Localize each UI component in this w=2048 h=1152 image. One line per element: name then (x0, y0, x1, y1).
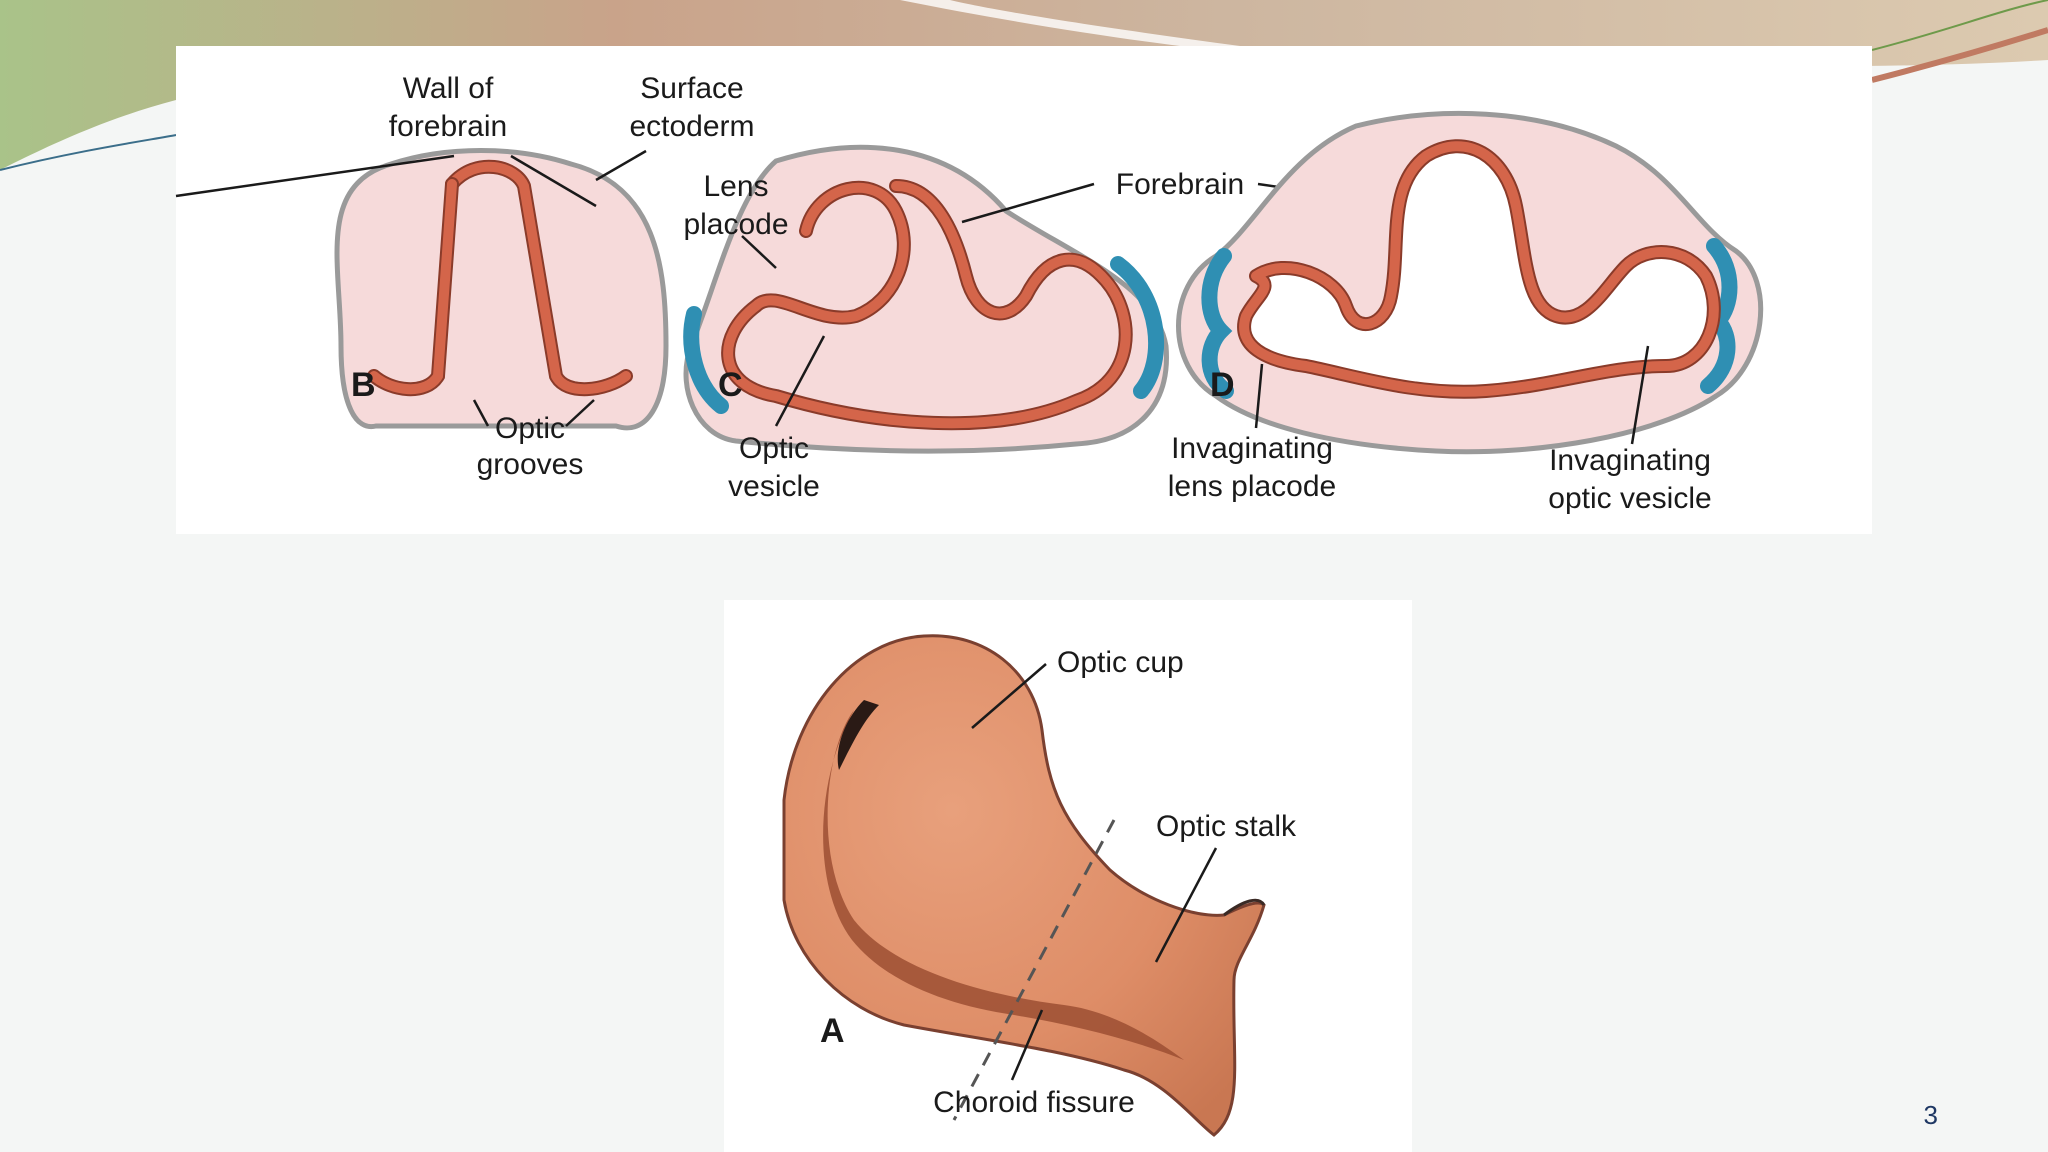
figure-bottom-svg: A Optic cup Optic stalk Choroid fissure (782, 634, 1297, 1137)
label-optic-grooves-line1: Optic (495, 412, 565, 445)
optic-cup-drawing (782, 634, 1266, 1137)
leader-line-invaginating-optic-vesicle (1630, 345, 1650, 445)
leader-line-forebrain-c (961, 182, 1095, 224)
leader-line-optic-groove-left (472, 399, 490, 427)
label-optic-cup: Optic cup (1057, 646, 1184, 679)
label-invaginating-optic-vesicle-line1: Invaginating (1549, 444, 1711, 477)
leader-line-invaginating-lens-placode (1254, 363, 1264, 429)
label-optic-vesicle-line1: Optic (739, 432, 809, 465)
slide-banner (0, 0, 2048, 171)
panel-b-letter: B (351, 366, 376, 404)
label-optic-stalk: Optic stalk (1156, 810, 1297, 843)
panel-d-letter: D (1210, 366, 1235, 404)
label-wall-of-forebrain-line2: forebrain (389, 110, 507, 143)
panel-c-drawing (683, 144, 1169, 454)
section-plane-line (952, 819, 1116, 1121)
label-lens-placode-line2: placode (683, 208, 788, 241)
panel-b-drawing (334, 148, 669, 431)
leader-line-optic-cup (971, 663, 1047, 729)
leader-line-optic-vesicle (774, 335, 826, 427)
label-optic-vesicle-line2: vesicle (728, 470, 820, 503)
label-surface-ectoderm-line2: ectoderm (629, 110, 754, 143)
panel-c-letter: C (718, 366, 743, 404)
leader-line-choroid-fissure (1010, 1009, 1044, 1081)
label-forebrain: Forebrain (1116, 168, 1244, 201)
leader-line-optic-stalk (1154, 847, 1218, 963)
leader-line-surface-ectoderm (595, 149, 647, 182)
label-wall-of-forebrain-line1: Wall of (403, 72, 494, 105)
page-number: 3 (1923, 1100, 1938, 1130)
label-invaginating-optic-vesicle-line2: optic vesicle (1548, 482, 1711, 515)
label-lens-placode-line1: Lens (703, 170, 768, 203)
panel-a-letter: A (820, 1012, 845, 1050)
figure-top-panel: B Wall of forebrain Surface ectoderm Opt… (175, 46, 1872, 534)
leader-line-lens-placode (741, 235, 777, 269)
figure-bottom-panel: A Optic cup Optic stalk Choroid fissure (724, 600, 1412, 1152)
leader-line-optic-groove-right (565, 399, 595, 427)
figure-top-svg: B Wall of forebrain Surface ectoderm Opt… (175, 72, 1764, 515)
leader-line-wall-forebrain (510, 154, 597, 208)
label-optic-grooves-line2: grooves (477, 448, 584, 481)
label-choroid-fissure: Choroid fissure (933, 1086, 1135, 1119)
label-surface-ectoderm-line1: Surface (640, 72, 743, 105)
leader-line-wall (175, 154, 455, 198)
label-invaginating-lens-placode-line2: lens placode (1168, 470, 1336, 503)
label-invaginating-lens-placode-line1: Invaginating (1171, 432, 1333, 465)
panel-d-drawing (1176, 110, 1764, 455)
